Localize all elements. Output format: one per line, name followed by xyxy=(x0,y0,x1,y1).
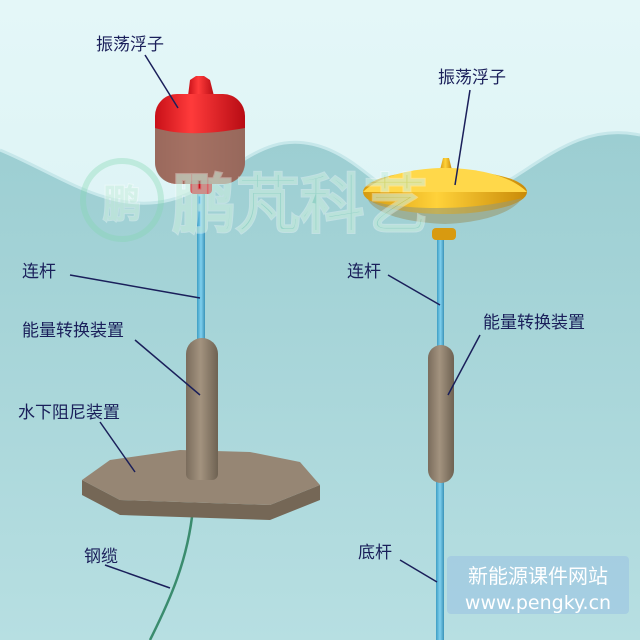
leader-damper xyxy=(99,421,136,473)
right-connecting-rod xyxy=(437,235,444,355)
label-base-rod: 底杆 xyxy=(358,543,392,563)
label-left-connecting-rod: 连杆 xyxy=(22,262,56,282)
left-float-submerged xyxy=(155,128,245,184)
label-right-oscillating-float: 振荡浮子 xyxy=(438,68,506,88)
steel-cable xyxy=(148,507,195,640)
label-left-oscillating-float: 振荡浮子 xyxy=(96,35,164,55)
leader-right-float xyxy=(454,89,471,186)
damping-plate-side xyxy=(82,480,320,520)
label-underwater-damper: 水下阻尼装置 xyxy=(18,403,120,423)
leader-base-rod xyxy=(399,559,438,583)
leader-cable xyxy=(104,564,171,589)
damper-column xyxy=(186,395,218,480)
right-energy-converter xyxy=(428,345,454,483)
leader-right-converter xyxy=(447,334,481,396)
leader-left-converter xyxy=(134,339,201,396)
left-connecting-rod xyxy=(197,190,205,340)
leader-left-rod xyxy=(69,274,201,299)
leader-left-float xyxy=(144,54,179,109)
site-credit-box: 新能源课件网站 www.pengky.cn xyxy=(447,556,629,614)
leader-right-rod xyxy=(387,274,441,306)
base-rod xyxy=(436,470,444,640)
label-steel-cable: 钢缆 xyxy=(84,547,118,567)
label-right-energy-converter: 能量转换装置 xyxy=(483,313,585,333)
label-left-energy-converter: 能量转换装置 xyxy=(22,321,124,341)
right-float-submerged xyxy=(368,198,522,224)
wave-crest xyxy=(0,131,640,208)
site-title: 新能源课件网站 xyxy=(468,564,608,588)
label-right-connecting-rod: 连杆 xyxy=(347,262,381,282)
site-url: www.pengky.cn xyxy=(464,592,612,614)
left-energy-converter xyxy=(186,338,218,418)
right-oscillating-float xyxy=(363,158,527,240)
